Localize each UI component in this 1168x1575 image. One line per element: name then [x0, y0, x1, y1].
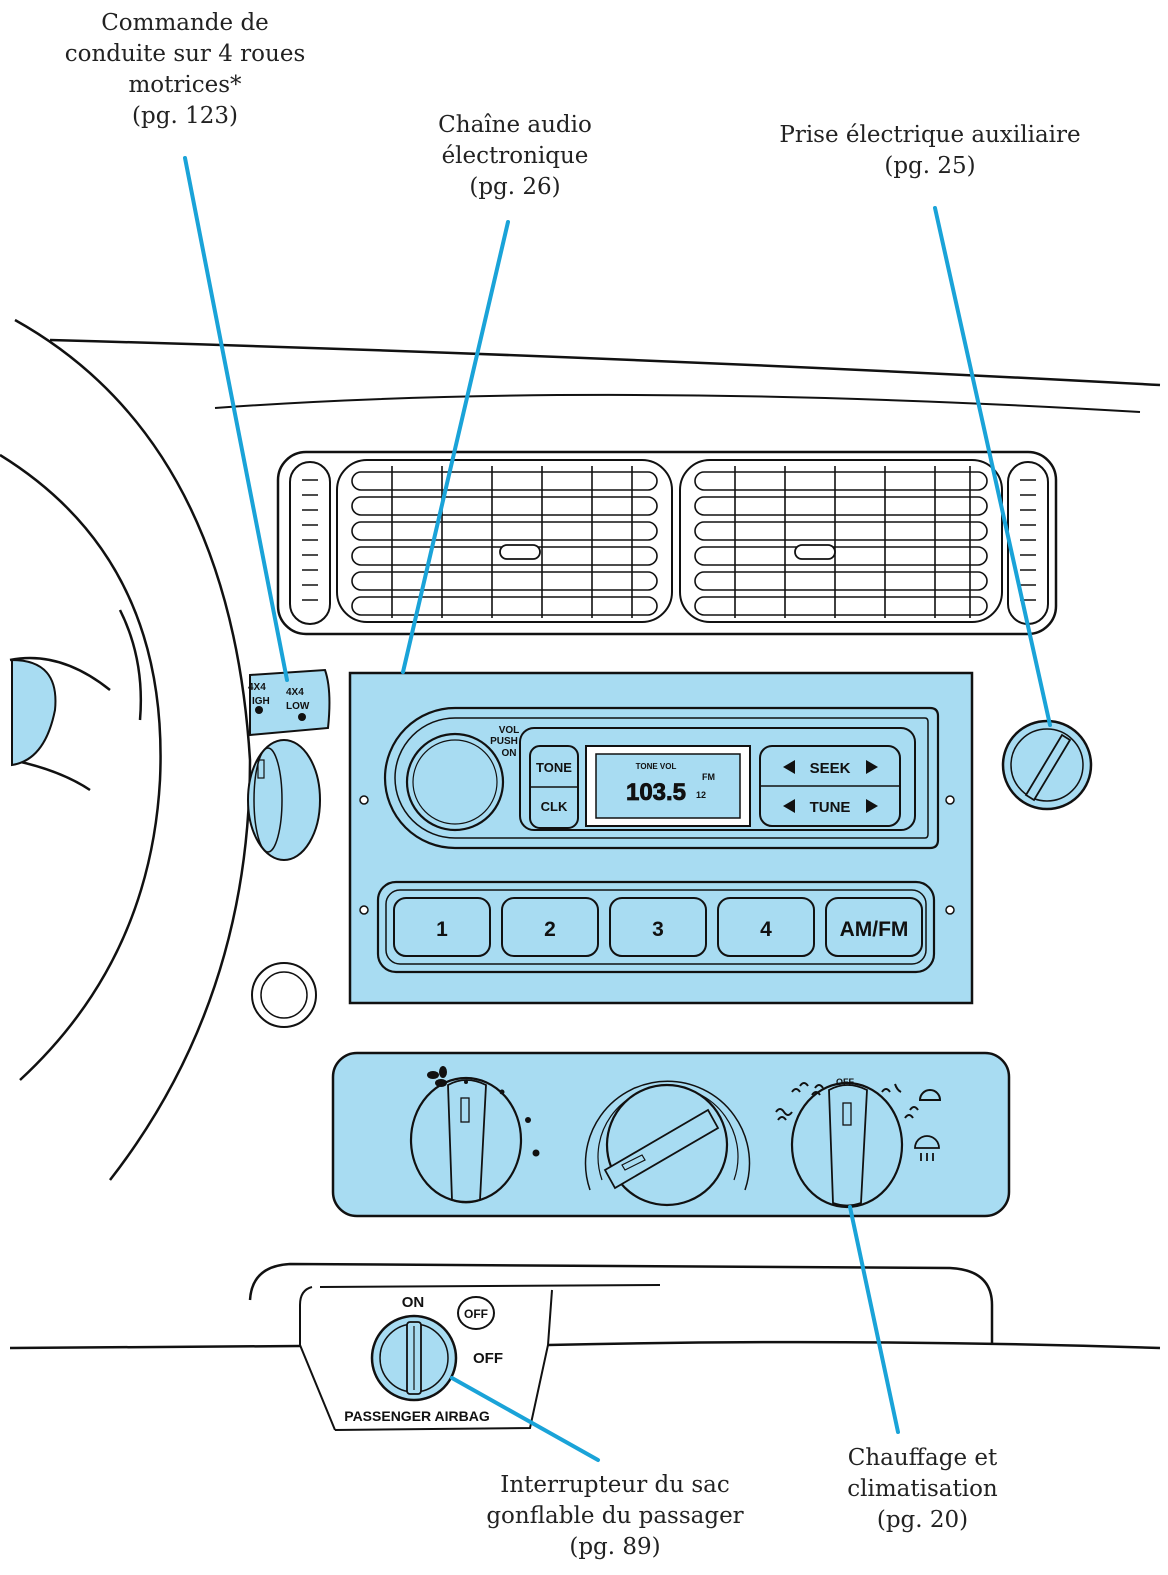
four-wd-low-label-b: LOW: [286, 701, 310, 712]
steering-hub-highlight: [11, 658, 57, 767]
tune-right-arrow-icon[interactable]: [866, 799, 878, 813]
clk-button[interactable]: CLK: [541, 799, 568, 814]
leader-line-audio: [401, 220, 510, 674]
passenger-airbag-switch-panel: ON OFF OFF PASSENGER AIRBAG: [299, 1284, 661, 1432]
push-label: PUSH: [490, 736, 518, 747]
temperature-knob[interactable]: [584, 1080, 751, 1207]
callout-airbag-line-2: gonflable du passager: [486, 1503, 744, 1529]
auxiliary-power-point: [1001, 719, 1093, 811]
fan-dot-3: [525, 1117, 531, 1123]
callout-climate-line-1: Chauffage et: [847, 1445, 998, 1471]
callout-leader-lines: [183, 156, 1052, 1462]
preset-button-4[interactable]: [717, 897, 815, 957]
on-label: ON: [502, 748, 517, 759]
dash-lower-edge-right: [547, 1340, 1161, 1350]
callout-four-wd: Commande de conduite sur 4 roues motrice…: [40, 8, 330, 132]
four-wd-high-label-b: IGH: [252, 696, 270, 707]
fan-dot-2: [499, 1089, 505, 1095]
fan-speed-knob[interactable]: [409, 1076, 523, 1204]
preset-button-label-5: AM/FM: [840, 918, 909, 941]
four-wheel-drive-switch[interactable]: 4X4 IGH 4X4 LOW: [248, 668, 331, 737]
dash-top-edge: [49, 338, 1161, 387]
tone-button[interactable]: TONE: [536, 760, 572, 775]
audio-system: VOL PUSH ON TONE CLK TONE VOL 103.5 FM 1…: [348, 671, 974, 1005]
callout-climate-line-3: (pg. 20): [876, 1507, 969, 1533]
mode-off-label: OFF: [836, 1077, 854, 1087]
preset-button-label-1: 1: [436, 918, 448, 941]
preset-button-label-2: 2: [544, 918, 556, 941]
airbag-off-indicator: [457, 1296, 495, 1330]
seek-left-arrow-icon[interactable]: [783, 760, 795, 774]
preset-button-2[interactable]: [501, 897, 599, 957]
four-wd-high-label-a: 4X4: [248, 682, 266, 693]
display-band: FM: [702, 772, 715, 782]
airbag-off-badge: OFF: [464, 1307, 488, 1321]
display-tone-vol: TONE VOL: [636, 762, 677, 771]
callout-airbag: Interrupteur du sac gonflable du passage…: [470, 1470, 760, 1563]
fan-dot-1: [464, 1080, 468, 1084]
callout-audio-line-2: électronique: [441, 143, 589, 169]
callout-power-point-line-2: (pg. 25): [884, 153, 976, 179]
callout-power-point-line-1: Prise électrique auxiliaire: [779, 122, 1081, 148]
callout-airbag-line-3: (pg. 89): [569, 1534, 661, 1560]
callout-four-wd-line-3: motrices*: [128, 72, 242, 98]
floor-defrost-icon: [881, 1083, 942, 1119]
preset-button-1[interactable]: [393, 897, 491, 957]
glove-box-outline: [248, 1262, 994, 1345]
mode-selector-knob[interactable]: [790, 1081, 904, 1209]
dash-lower-edge-left: [9, 1344, 301, 1350]
steering-wheel: [0, 318, 252, 1181]
seek-right-arrow-icon[interactable]: [866, 760, 878, 774]
callout-four-wd-line-4: (pg. 123): [132, 103, 238, 129]
air-vents: [276, 450, 1058, 636]
leader-line-power-point: [933, 206, 1052, 727]
headlamp-knob: [247, 739, 321, 861]
preset-button-3[interactable]: [609, 897, 707, 957]
fan-dot-4: [532, 1149, 540, 1157]
climate-control-panel: OFF: [331, 1051, 1011, 1218]
airbag-title-label: PASSENGER AIRBAG: [344, 1408, 490, 1424]
defrost-icon: [914, 1135, 940, 1161]
preset-buttons: 1 2 3 4 AM/FM: [393, 897, 923, 957]
display-frequency: 103.5: [626, 779, 686, 806]
lighter-ring: [251, 962, 317, 1028]
fan-icon: [427, 1066, 447, 1087]
dash-upper-crease: [214, 393, 1141, 413]
vol-label: VOL: [499, 725, 520, 736]
airbag-off-label: OFF: [473, 1350, 503, 1367]
four-wd-low-label-a: 4X4: [286, 687, 304, 698]
panel-vent-icon: [811, 1084, 824, 1096]
callout-airbag-line-1: Interrupteur du sac: [500, 1472, 730, 1498]
preset-button-label-4: 4: [760, 918, 772, 941]
leader-line-four-wd: [183, 156, 289, 682]
callout-power-point: Prise électrique auxiliaire (pg. 25): [770, 120, 1090, 182]
leader-line-climate: [848, 1205, 900, 1434]
tune-left-arrow-icon[interactable]: [783, 799, 795, 813]
airbag-on-label: ON: [402, 1294, 425, 1311]
leader-line-airbag: [450, 1376, 600, 1462]
callout-audio-line-3: (pg. 26): [469, 174, 561, 200]
callout-audio: Chaîne audio électronique (pg. 26): [395, 110, 635, 203]
airbag-key-switch[interactable]: [370, 1314, 458, 1402]
preset-button-5[interactable]: [825, 897, 923, 957]
callout-climate-line-2: climatisation: [847, 1476, 998, 1502]
seek-label: SEEK: [810, 760, 851, 777]
display-small: 12: [696, 790, 706, 800]
tune-label: TUNE: [810, 799, 851, 816]
preset-button-label-3: 3: [652, 918, 664, 941]
callout-four-wd-line-2: conduite sur 4 roues: [64, 41, 306, 67]
panel-floor-vent-icon: [775, 1082, 809, 1121]
callout-four-wd-line-1: Commande de: [101, 10, 269, 36]
callout-audio-line-1: Chaîne audio: [438, 112, 592, 138]
callout-climate: Chauffage et climatisation (pg. 20): [815, 1443, 1030, 1536]
volume-knob[interactable]: [405, 732, 505, 832]
